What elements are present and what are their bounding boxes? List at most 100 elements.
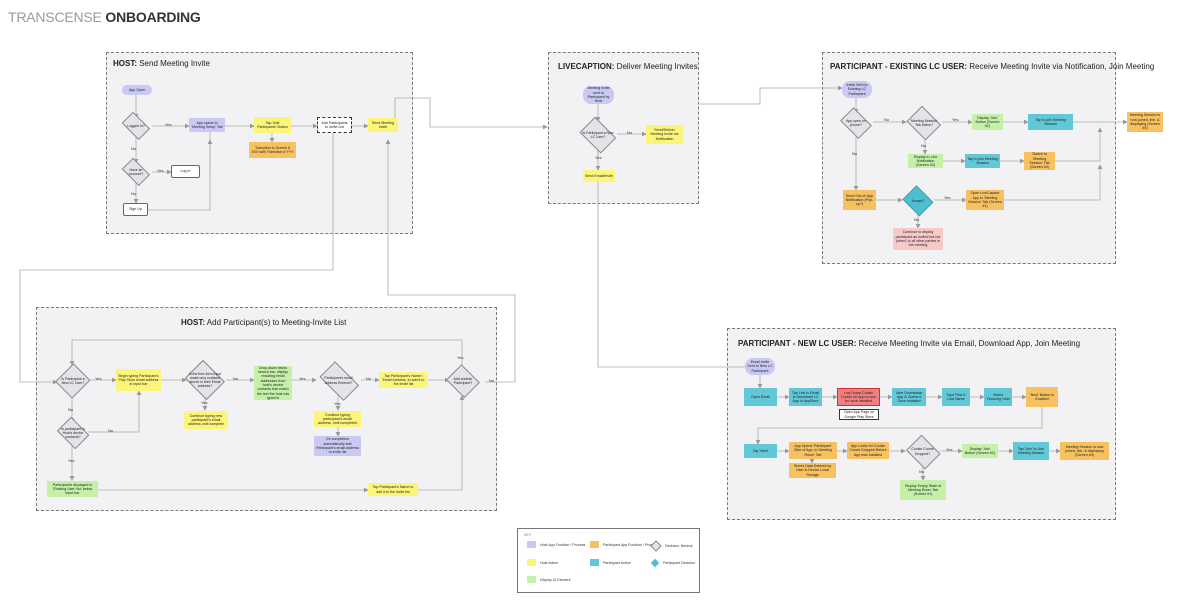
- edge-label-yes: Yes: [95, 376, 102, 381]
- begin-typing-node: Begin typing Participant's Play Store em…: [116, 369, 161, 391]
- app-open-phone-decision: App open on phone?: [839, 111, 873, 135]
- switch-tab-node: Switch to 'Meeting Session' Tab (Screen …: [1024, 152, 1055, 170]
- edge-label-no: No: [921, 143, 927, 148]
- tap-next-node: Tap 'Next': [744, 444, 777, 458]
- tap-join-node: Tap to join Meeting Session: [1028, 114, 1073, 130]
- legend-title: KEY: [524, 533, 532, 537]
- tap-join-new-node: Tap 'Join' to Join Meeting Session: [1013, 442, 1049, 460]
- edge-label-no: No: [489, 378, 495, 383]
- next-enabled-node: 'Next' Button is Enabled: [1026, 387, 1058, 407]
- have-account-decision: Have an Account?: [120, 162, 152, 182]
- tap-link-node: Tap Link in Email to Download LC App in …: [789, 388, 822, 406]
- add-another-decision: Add another Participant?: [446, 367, 480, 395]
- meeting-tab-active-decision: 'Meeting Session' Tab Active?: [906, 109, 942, 137]
- legend-item: Host App Function / Process: [527, 541, 585, 548]
- cookie-dropped-decision: Cookie Crumb Dropped?: [905, 437, 940, 466]
- send-meeting-invite-node: Send Meeting Invite: [368, 118, 398, 132]
- open-livecaption-node: Open LiveCaption App to 'Meeting Session…: [966, 190, 1004, 210]
- edge-label-yes: Yes: [952, 117, 959, 122]
- edge-label-no: No: [914, 217, 920, 222]
- inline-notification-node: Display In-Line Notification (Screen #3): [908, 154, 943, 168]
- dropdown-results-node: Drop-down below search bar, display resu…: [254, 366, 292, 400]
- legend-item: Host Action: [527, 559, 558, 566]
- stores-data-node: Stores Data Entered by User in Device Lo…: [789, 463, 836, 478]
- session-joined-new-node: Meeting Session is now joined, live, & d…: [1060, 442, 1109, 460]
- send-email-node: Send Email/Invite: [583, 170, 615, 182]
- continue-typing-node: Continue typing new participant's email …: [184, 411, 228, 429]
- select-user-node: Select 'Yearning' User: [984, 388, 1012, 406]
- legend-swatch: [590, 559, 599, 566]
- type-name-node: Type First & Last Name: [942, 388, 970, 406]
- edge-label-no: No: [131, 146, 137, 151]
- edge-label-no: No: [852, 151, 858, 156]
- edge-label-yes: Yes: [201, 400, 208, 405]
- edge-label-yes: Yes: [165, 122, 172, 127]
- out-of-app-notification-node: Send Out-of-App Notification (Pop-up?): [843, 190, 876, 210]
- add-participants-list-node: Add Participants to Invite List: [317, 117, 352, 133]
- app-opens-setup-node: App opens to 'Meeting Setup' Tab: [189, 118, 225, 132]
- edge-label-yes: Yes: [68, 458, 75, 463]
- edge-label-no: No: [627, 130, 633, 135]
- edge-label-no: No: [919, 469, 925, 474]
- legend-swatch: [590, 541, 599, 548]
- section-title-new-user: PARTICIPANT - NEW LC USER: Receive Meeti…: [738, 339, 1081, 348]
- tap-name-add-node: Tap Participant's Name / Email Address, …: [379, 372, 428, 388]
- legend-item: Participant Action: [590, 559, 631, 566]
- transition-node: Transition to Screen # XXX with Transiti…: [249, 142, 296, 158]
- section-host-add-participants: [36, 307, 497, 511]
- edge-label-yes: Yes: [299, 376, 306, 381]
- is-new-user-decision: Is Participant a New LC User?: [578, 121, 618, 149]
- invite-sent-existing-node: Invite Sent to Existing LC Participant: [842, 81, 872, 98]
- display-join-new-node: Display 'Join' Button (Screen #2): [962, 444, 998, 458]
- log-in-node: Log In: [171, 165, 200, 178]
- empty-state-node: Display Empty State of Meeting Room Tab …: [900, 480, 946, 500]
- tap-add-to-list-node: Tap Participant's Name to add it to the …: [368, 483, 418, 496]
- session-joined-node: Meeting Session is now joined, live, & d…: [1127, 112, 1163, 132]
- edge-label-no: No: [366, 376, 372, 381]
- page-title: TRANSCENSE ONBOARDING: [8, 9, 201, 25]
- edge-label-yes: Yes: [595, 155, 602, 160]
- logged-in-decision: Logged in?: [120, 116, 152, 136]
- legend-swatch: [650, 558, 660, 568]
- edge-label-no: No: [233, 376, 239, 381]
- legend-item: Display UI Element: [527, 576, 571, 583]
- edge-label-yes: Yes: [157, 168, 164, 173]
- app-looks-cookie-node: App Looks for Cookie Crumb Dropped Befor…: [847, 442, 889, 459]
- edge-label-no: No: [108, 428, 114, 433]
- is-new-user-host-decision: Is Participant a New LC User?: [57, 364, 89, 398]
- legend: KEY Host App Function / Process Particip…: [517, 528, 700, 593]
- legend-swatch: [527, 559, 536, 566]
- section-title-existing: PARTICIPANT - EXISTING LC USER: Receive …: [830, 62, 1155, 71]
- app-open-node: App Open: [122, 85, 152, 95]
- edge-label-no: No: [884, 117, 890, 122]
- legend-item: Participant App Function / Process: [590, 541, 658, 548]
- user-downloads-node: User Downloads App & Opens it Once Insta…: [892, 388, 926, 406]
- section-title-host-send: HOST: Send Meeting Invite: [113, 59, 210, 68]
- accept-decision: Accept?: [902, 188, 934, 214]
- auto-add-node: On completion automatically add Particip…: [314, 436, 361, 456]
- open-email-node: Open Email: [744, 388, 777, 406]
- link-drops-cookie-node: Link Drops Cookie Cookie for App to look…: [837, 388, 880, 406]
- confirm-email-node: Continue typing participant's email addr…: [314, 411, 361, 427]
- input-match-decision: Is the free-form input match any contact…: [184, 363, 226, 397]
- edge-label-yes: Yes: [334, 401, 341, 406]
- existing-user-list-node: Participant's displayed in 'Existing Use…: [47, 481, 98, 497]
- legend-swatch: [527, 541, 536, 548]
- edge-label-yes: Yes: [457, 355, 464, 360]
- tap-join-inline-node: Tap to join Meeting Session: [965, 154, 1000, 168]
- section-title-livecaption: LIVECAPTION: Deliver Meeting Invites: [558, 62, 698, 71]
- legend-item: Participant Decision: [650, 558, 695, 568]
- email-entered-decision: Participant's email address Entered?: [316, 366, 361, 395]
- edge-label-yes: Yes: [946, 447, 953, 452]
- email-invite-sent-node: Email Invite Sent to New LC Participant: [745, 358, 775, 375]
- section-title-host-add: HOST: Add Participant(s) to Meeting-Invi…: [181, 318, 347, 327]
- app-opens-participant-node: App Opens 'Participant' Side of App, to …: [789, 442, 837, 459]
- legend-swatch: [650, 540, 662, 552]
- send-notification-node: Send/Deliver Meeting Invite via Notifica…: [646, 125, 683, 144]
- continue-display-node: Continue to display participant as invit…: [893, 228, 943, 250]
- sign-up-node: Sign Up: [123, 203, 148, 216]
- edge-label-no: No: [68, 407, 74, 412]
- app-page-store-node: Open App Page on Google Play Store: [839, 409, 879, 420]
- legend-item: Decision, Neutral: [650, 540, 692, 552]
